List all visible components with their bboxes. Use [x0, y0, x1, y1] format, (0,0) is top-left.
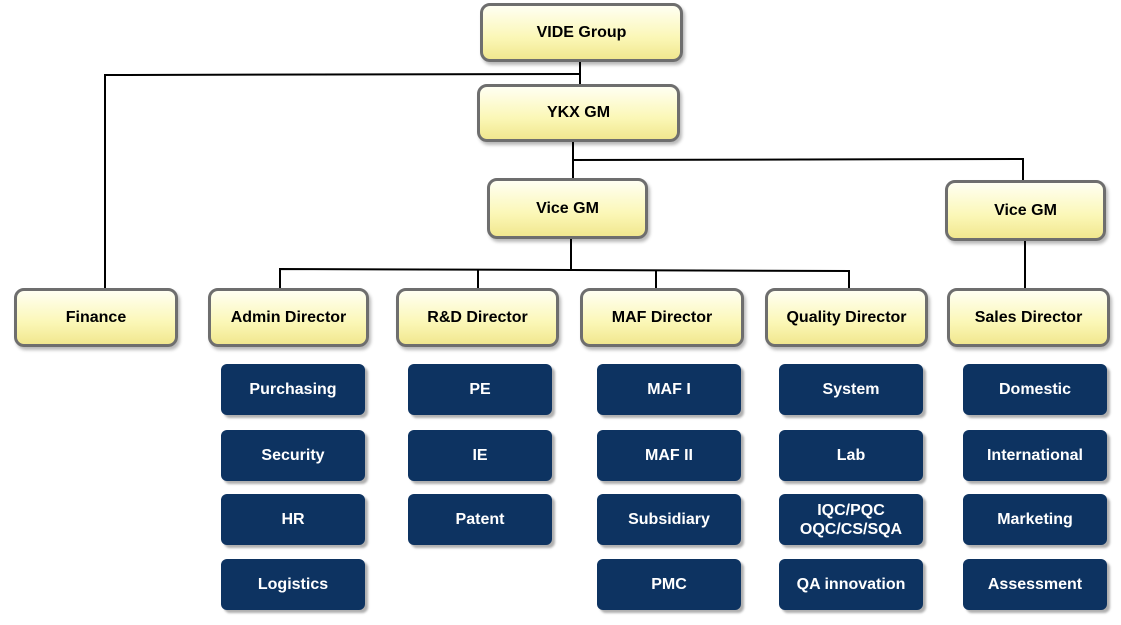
node-vice-gm-left: Vice GM	[487, 178, 648, 239]
connector-finance	[104, 73, 581, 288]
dept-pmc: PMC	[597, 559, 741, 610]
dept-system: System	[779, 364, 923, 415]
node-finance: Finance	[14, 288, 178, 347]
connector-gm-vice-right	[572, 157, 1024, 180]
dept-assessment: Assessment	[963, 559, 1107, 610]
node-maf-director: MAF Director	[580, 288, 744, 347]
dept-ie: IE	[408, 430, 552, 481]
dept-domestic: Domestic	[963, 364, 1107, 415]
dept-hr: HR	[221, 494, 365, 545]
dept-security: Security	[221, 430, 365, 481]
node-quality-director: Quality Director	[765, 288, 928, 347]
dept-international: International	[963, 430, 1107, 481]
dept-purchasing: Purchasing	[221, 364, 365, 415]
dept-qa-innovation: QA innovation	[779, 559, 923, 610]
node-rd-director: R&D Director	[396, 288, 559, 347]
node-vide-group: VIDE Group	[480, 3, 683, 62]
node-vice-gm-right: Vice GM	[945, 180, 1106, 241]
dept-lab: Lab	[779, 430, 923, 481]
connector-directors-bar	[279, 267, 850, 288]
dept-marketing: Marketing	[963, 494, 1107, 545]
dept-logistics: Logistics	[221, 559, 365, 610]
dept-patent: Patent	[408, 494, 552, 545]
dept-maf-1: MAF I	[597, 364, 741, 415]
dept-iqc-pqc: IQC/PQC OQC/CS/SQA	[779, 494, 923, 545]
node-ykx-gm: YKX GM	[477, 84, 680, 142]
dept-maf-2: MAF II	[597, 430, 741, 481]
node-admin-director: Admin Director	[208, 288, 369, 347]
node-sales-director: Sales Director	[947, 288, 1110, 347]
dept-subsidiary: Subsidiary	[597, 494, 741, 545]
dept-pe: PE	[408, 364, 552, 415]
